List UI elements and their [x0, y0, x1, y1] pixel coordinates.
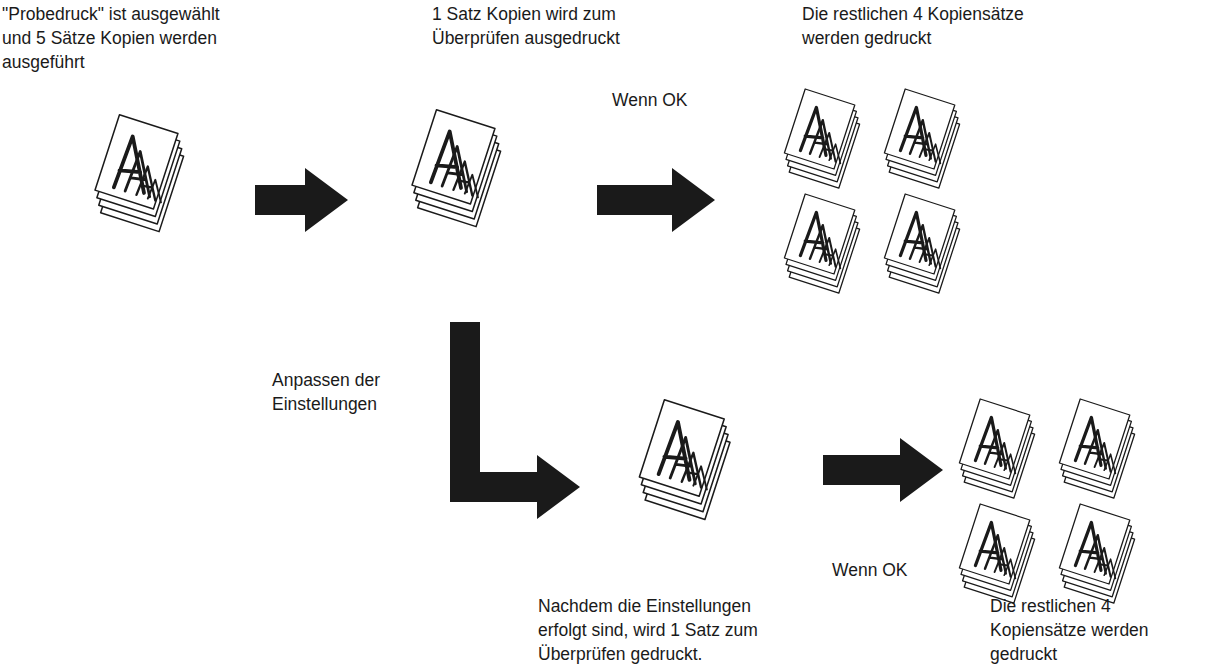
paper-stack — [95, 110, 730, 520]
block-arrows — [255, 168, 943, 519]
step-label: 1 Satz Kopien wird zum Überprüfen ausged… — [432, 2, 632, 50]
step-label: "Probedruck" ist ausgewählt und 5 Sätze … — [2, 2, 252, 74]
step-label: Die restlichen 4 Kopiensätze werden gedr… — [990, 594, 1170, 666]
condition-label: Wenn OK — [612, 88, 722, 112]
action-label: Anpassen der Einstellungen — [272, 368, 432, 416]
four-stacks — [959, 399, 1134, 603]
condition-label: Wenn OK — [832, 558, 942, 582]
step-label: Nachdem die Einstellungen erfolgt sind, … — [538, 594, 788, 666]
four-stacks — [784, 89, 959, 293]
step-label: Die restlichen 4 Kopiensätze werden gedr… — [802, 2, 1067, 50]
